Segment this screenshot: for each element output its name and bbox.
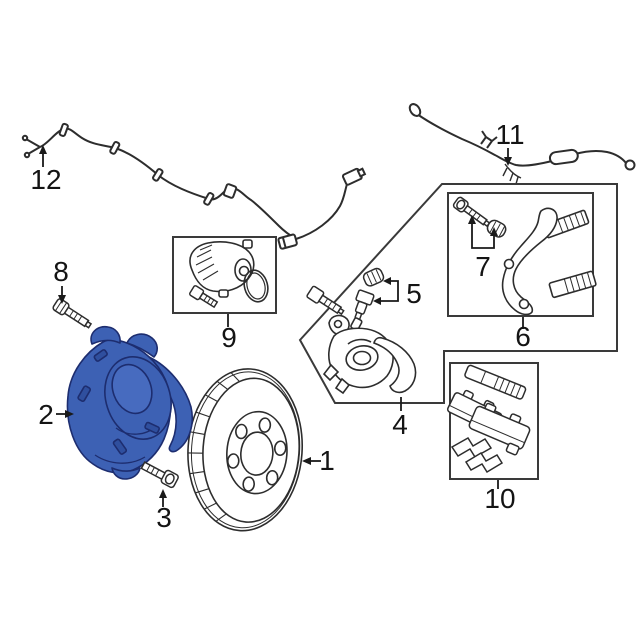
- brake-caliper: [322, 314, 417, 395]
- callout-4: 4: [392, 397, 408, 440]
- callout-label-5: 5: [406, 278, 422, 309]
- mounting-bolt-3: [140, 461, 179, 489]
- callout-5: 5: [373, 277, 422, 309]
- callout-1: 1: [302, 445, 335, 476]
- callout-label-2: 2: [38, 399, 54, 430]
- callout-label-10: 10: [484, 483, 515, 514]
- hose-end-ball: [624, 159, 636, 171]
- bleeder-screw: [354, 289, 375, 320]
- callout-label-9: 9: [221, 322, 237, 353]
- callout-label-3: 3: [156, 502, 172, 533]
- hose-boot: [548, 148, 579, 166]
- brake-rotor: [187, 368, 304, 532]
- callout-label-11: 11: [495, 119, 524, 150]
- callout-label-8: 8: [53, 256, 69, 287]
- callout-11: 11: [495, 119, 525, 166]
- abs-sensor-head: [341, 167, 367, 186]
- mounting-bolt-8: [52, 298, 93, 329]
- cable-clip-icon: [109, 140, 121, 155]
- abutment-clip: [464, 451, 504, 474]
- shield-hub-opening: [111, 363, 153, 415]
- callout-9: 9: [221, 314, 237, 353]
- callout-7: 7: [468, 215, 498, 282]
- callout-8: 8: [53, 256, 69, 304]
- callout-label-7: 7: [475, 251, 491, 282]
- banjo-bolt: [306, 285, 345, 316]
- cable-clip-icon: [58, 122, 69, 137]
- callouts: 1 2 3 4 5 6 7: [30, 119, 530, 533]
- callout-box-6: [447, 192, 597, 317]
- callout-label-12: 12: [30, 164, 61, 195]
- anchor-bracket: [501, 207, 597, 316]
- pad-shim: [464, 364, 527, 400]
- bleeder-cap: [362, 267, 385, 287]
- callout-box-9: [172, 236, 277, 314]
- group-outline: [298, 183, 618, 404]
- cable-clip-icon: [203, 192, 215, 206]
- lug-holes: [226, 417, 287, 492]
- o-ring: [243, 269, 269, 303]
- callout-label-4: 4: [392, 409, 408, 440]
- hose-frays: [502, 163, 522, 185]
- callout-label-6: 6: [515, 321, 531, 352]
- callout-10: 10: [484, 480, 516, 514]
- dust-shield-highlighted: [66, 325, 193, 480]
- hose-clip-claw: [480, 130, 498, 149]
- cable-connector: [277, 233, 298, 250]
- epb-actuator: [189, 239, 255, 298]
- callout-box-10: [446, 362, 539, 480]
- brake-hose-cable-11: [408, 103, 636, 185]
- shield-studs: [77, 349, 160, 455]
- abs-sensor-cable-12: [21, 122, 367, 250]
- hose-end-fitting: [408, 103, 422, 117]
- cable-clip-icon: [152, 168, 164, 182]
- callout-3: 3: [156, 489, 172, 533]
- callout-12: 12: [30, 145, 62, 195]
- callout-label-1: 1: [319, 445, 335, 476]
- actuator-bolt: [189, 285, 219, 309]
- cable-fitting: [222, 183, 238, 199]
- brake-pad-outer: [468, 402, 531, 456]
- callout-6: 6: [515, 317, 531, 352]
- callout-2: 2: [38, 399, 74, 430]
